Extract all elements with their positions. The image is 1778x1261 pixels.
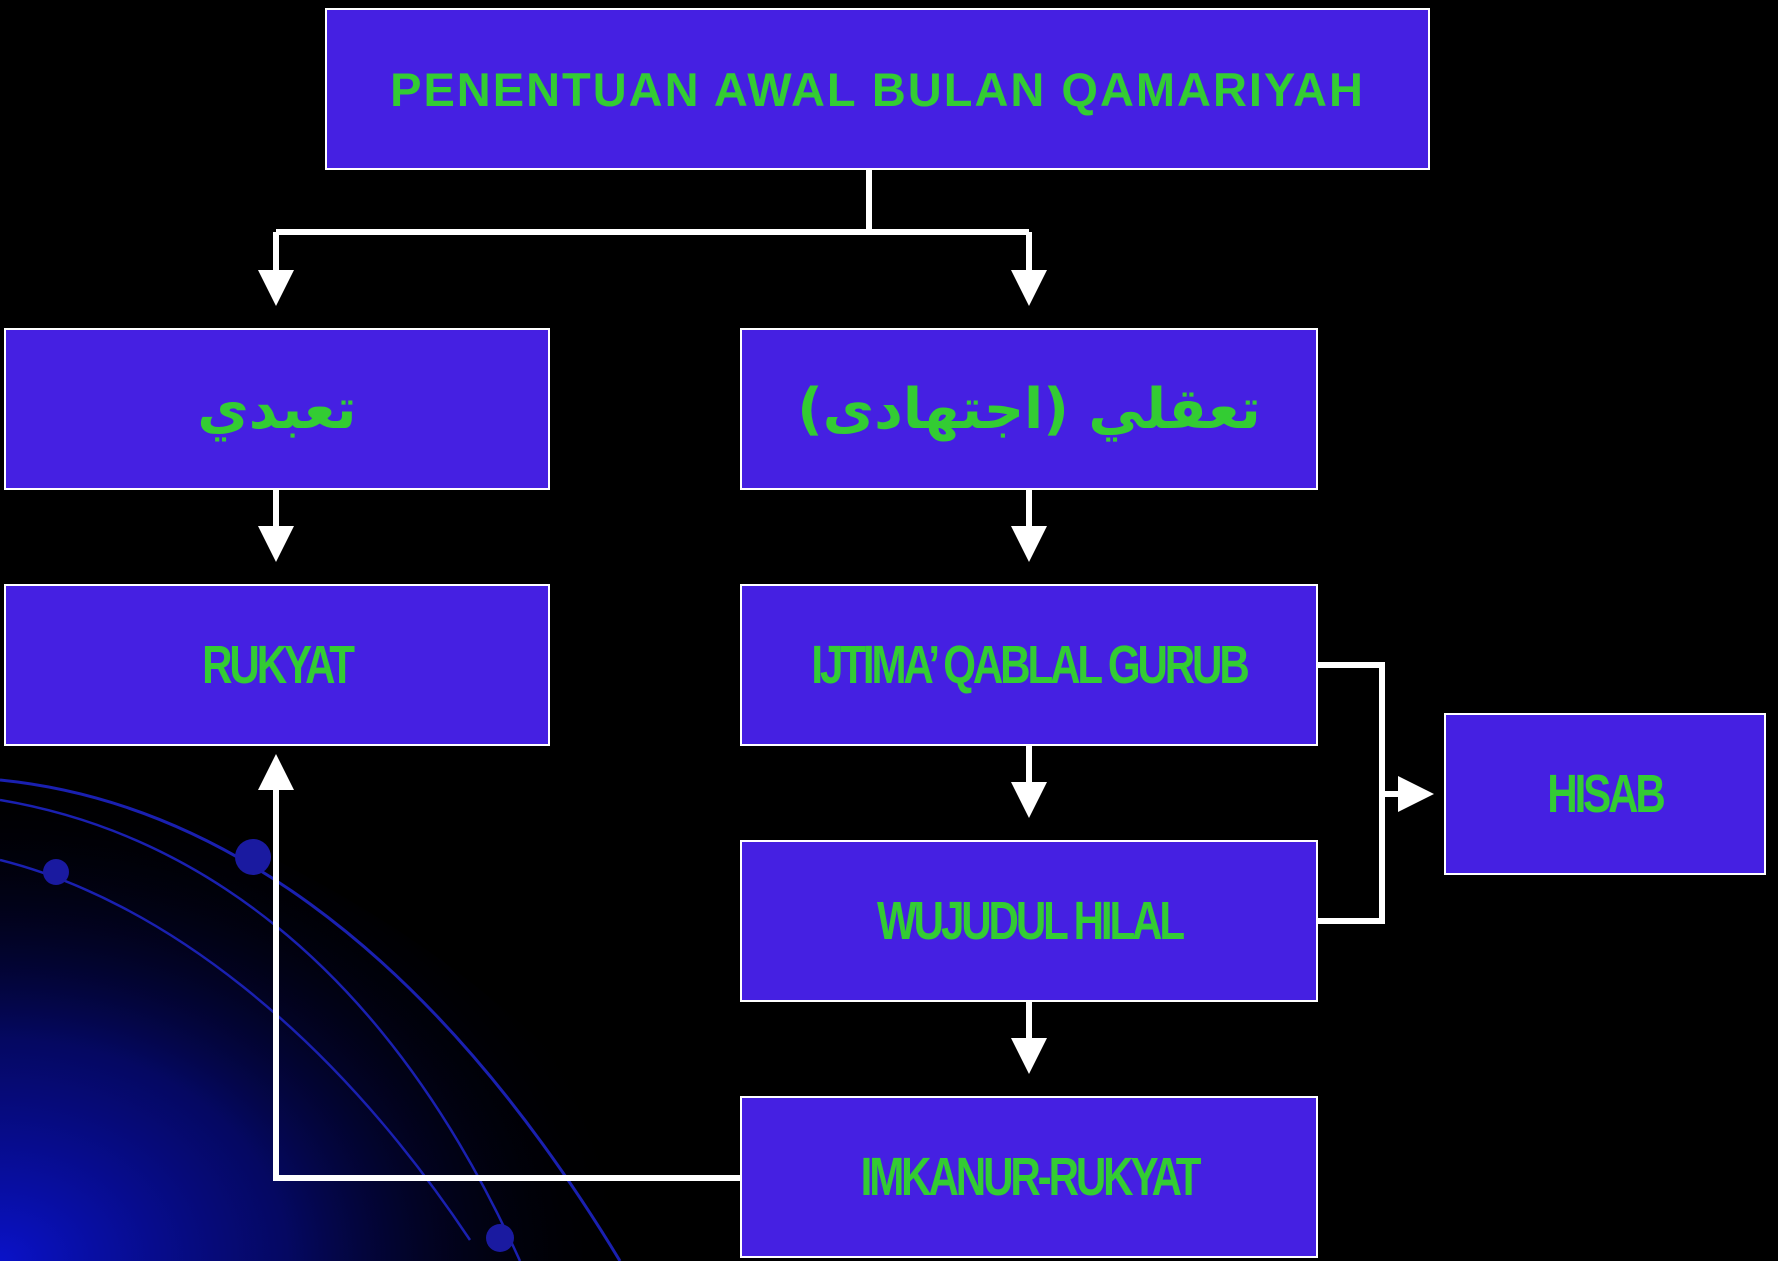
arrow-imkanur-to-rukyat	[258, 754, 741, 1181]
hisab-box: HISAB	[1444, 713, 1766, 875]
taaqquli-box: تعقلي (اجتهادى)	[740, 328, 1318, 490]
hisab-label: HISAB	[1547, 764, 1666, 824]
taaqquli-label: تعقلي (اجتهادى)	[797, 376, 1261, 442]
orbit-dot	[235, 839, 271, 875]
orbit-line	[0, 858, 472, 1241]
wujudul-hilal-label: WUJUDUL HILAL	[876, 891, 1185, 951]
orbit-line	[0, 778, 622, 1261]
taabbudi-box: تعبدي	[4, 328, 550, 490]
orbit-dot	[43, 859, 69, 885]
bracket-hisab	[1318, 662, 1385, 924]
taabbudi-label: تعبدي	[197, 376, 357, 442]
title-text: PENENTUAN AWAL BULAN QAMARIYAH	[390, 62, 1365, 116]
corner-glow	[0, 770, 640, 1261]
orbit-dot	[486, 1224, 514, 1252]
title-box: PENENTUAN AWAL BULAN QAMARIYAH	[325, 8, 1430, 170]
imkanur-rukyat-label: IMKANUR-RUKYAT	[860, 1147, 1201, 1207]
wujudul-hilal-box: WUJUDUL HILAL	[740, 840, 1318, 1002]
ijtima-box: IJTIMA’ QABLAL GURUB	[740, 584, 1318, 746]
imkanur-rukyat-box: IMKANUR-RUKYAT	[740, 1096, 1318, 1258]
rukyat-box: RUKYAT	[4, 584, 550, 746]
rukyat-label: RUKYAT	[202, 635, 355, 695]
ijtima-label: IJTIMA’ QABLAL GURUB	[811, 635, 1249, 695]
